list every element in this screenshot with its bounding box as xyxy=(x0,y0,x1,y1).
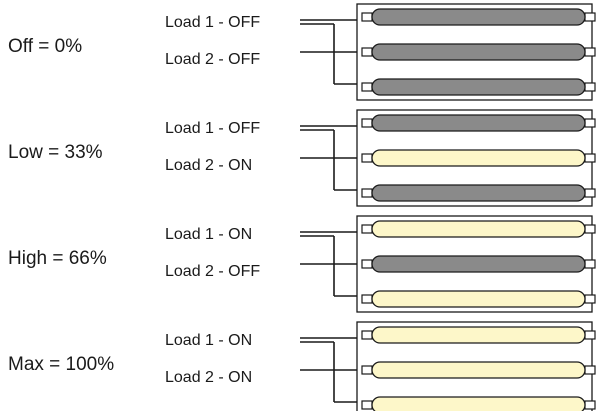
lamp-tube-on xyxy=(371,326,586,344)
load-1-label: Load 1 - OFF xyxy=(165,120,260,137)
tube-endcap-right xyxy=(584,153,596,163)
tube-endcap-right xyxy=(584,118,596,128)
wiring xyxy=(300,337,362,403)
fixture xyxy=(356,3,596,101)
tube-endcap-right xyxy=(584,330,596,340)
lamp-tube-off xyxy=(371,78,586,96)
tube-endcap-right xyxy=(584,365,596,375)
lamp-tube-on xyxy=(371,290,586,308)
level-label: Low = 33% xyxy=(8,142,103,163)
tube-endcap-left xyxy=(361,47,373,57)
level-label: High = 66% xyxy=(8,248,107,269)
tube-endcap-left xyxy=(361,82,373,92)
load-2-label: Load 2 - ON xyxy=(165,369,252,386)
wiring xyxy=(300,125,362,191)
tube-endcap-left xyxy=(361,259,373,269)
lamp-tube-off xyxy=(371,184,586,202)
tube-endcap-right xyxy=(584,259,596,269)
lamp-tube-off xyxy=(371,43,586,61)
fixture xyxy=(356,215,596,313)
tube-endcap-left xyxy=(361,188,373,198)
tube-endcap-right xyxy=(584,224,596,234)
tube-endcap-left xyxy=(361,294,373,304)
load-2-label: Load 2 - ON xyxy=(165,157,252,174)
level-label: Max = 100% xyxy=(8,354,114,375)
tube-endcap-left xyxy=(361,330,373,340)
tube-endcap-left xyxy=(361,224,373,234)
tube-endcap-left xyxy=(361,118,373,128)
lamp-tube-on xyxy=(371,220,586,238)
tube-endcap-left xyxy=(361,12,373,22)
tube-endcap-right xyxy=(584,294,596,304)
load-2-label: Load 2 - OFF xyxy=(165,263,260,280)
level-group-low: Low = 33% Load 1 - OFF Load 2 - ON xyxy=(8,109,596,207)
lamp-tube-off xyxy=(371,114,586,132)
fixture xyxy=(356,109,596,207)
tube-endcap-left xyxy=(361,153,373,163)
load-2-label: Load 2 - OFF xyxy=(165,51,260,68)
level-group-off: Off = 0% Load 1 - OFF Load 2 - OFF xyxy=(8,3,596,101)
level-group-max: Max = 100% Load 1 - ON Load 2 - ON xyxy=(8,321,596,411)
tube-endcap-right xyxy=(584,12,596,22)
level-label: Off = 0% xyxy=(8,36,82,57)
tube-endcap-right xyxy=(584,47,596,57)
lamp-tube-off xyxy=(371,8,586,26)
tube-endcap-left xyxy=(361,400,373,410)
tube-endcap-right xyxy=(584,400,596,410)
tube-endcap-right xyxy=(584,188,596,198)
tube-endcap-right xyxy=(584,82,596,92)
level-group-high: High = 66% Load 1 - ON Load 2 - OFF xyxy=(8,215,596,313)
lamp-tube-on xyxy=(371,396,586,411)
load-1-label: Load 1 - ON xyxy=(165,332,252,349)
wiring xyxy=(300,231,362,297)
wiring xyxy=(300,19,362,85)
load-1-label: Load 1 - ON xyxy=(165,226,252,243)
tube-endcap-left xyxy=(361,365,373,375)
lamp-tube-on xyxy=(371,361,586,379)
lamp-tube-off xyxy=(371,255,586,273)
lamp-tube-on xyxy=(371,149,586,167)
fixture xyxy=(356,321,596,411)
load-1-label: Load 1 - OFF xyxy=(165,14,260,31)
